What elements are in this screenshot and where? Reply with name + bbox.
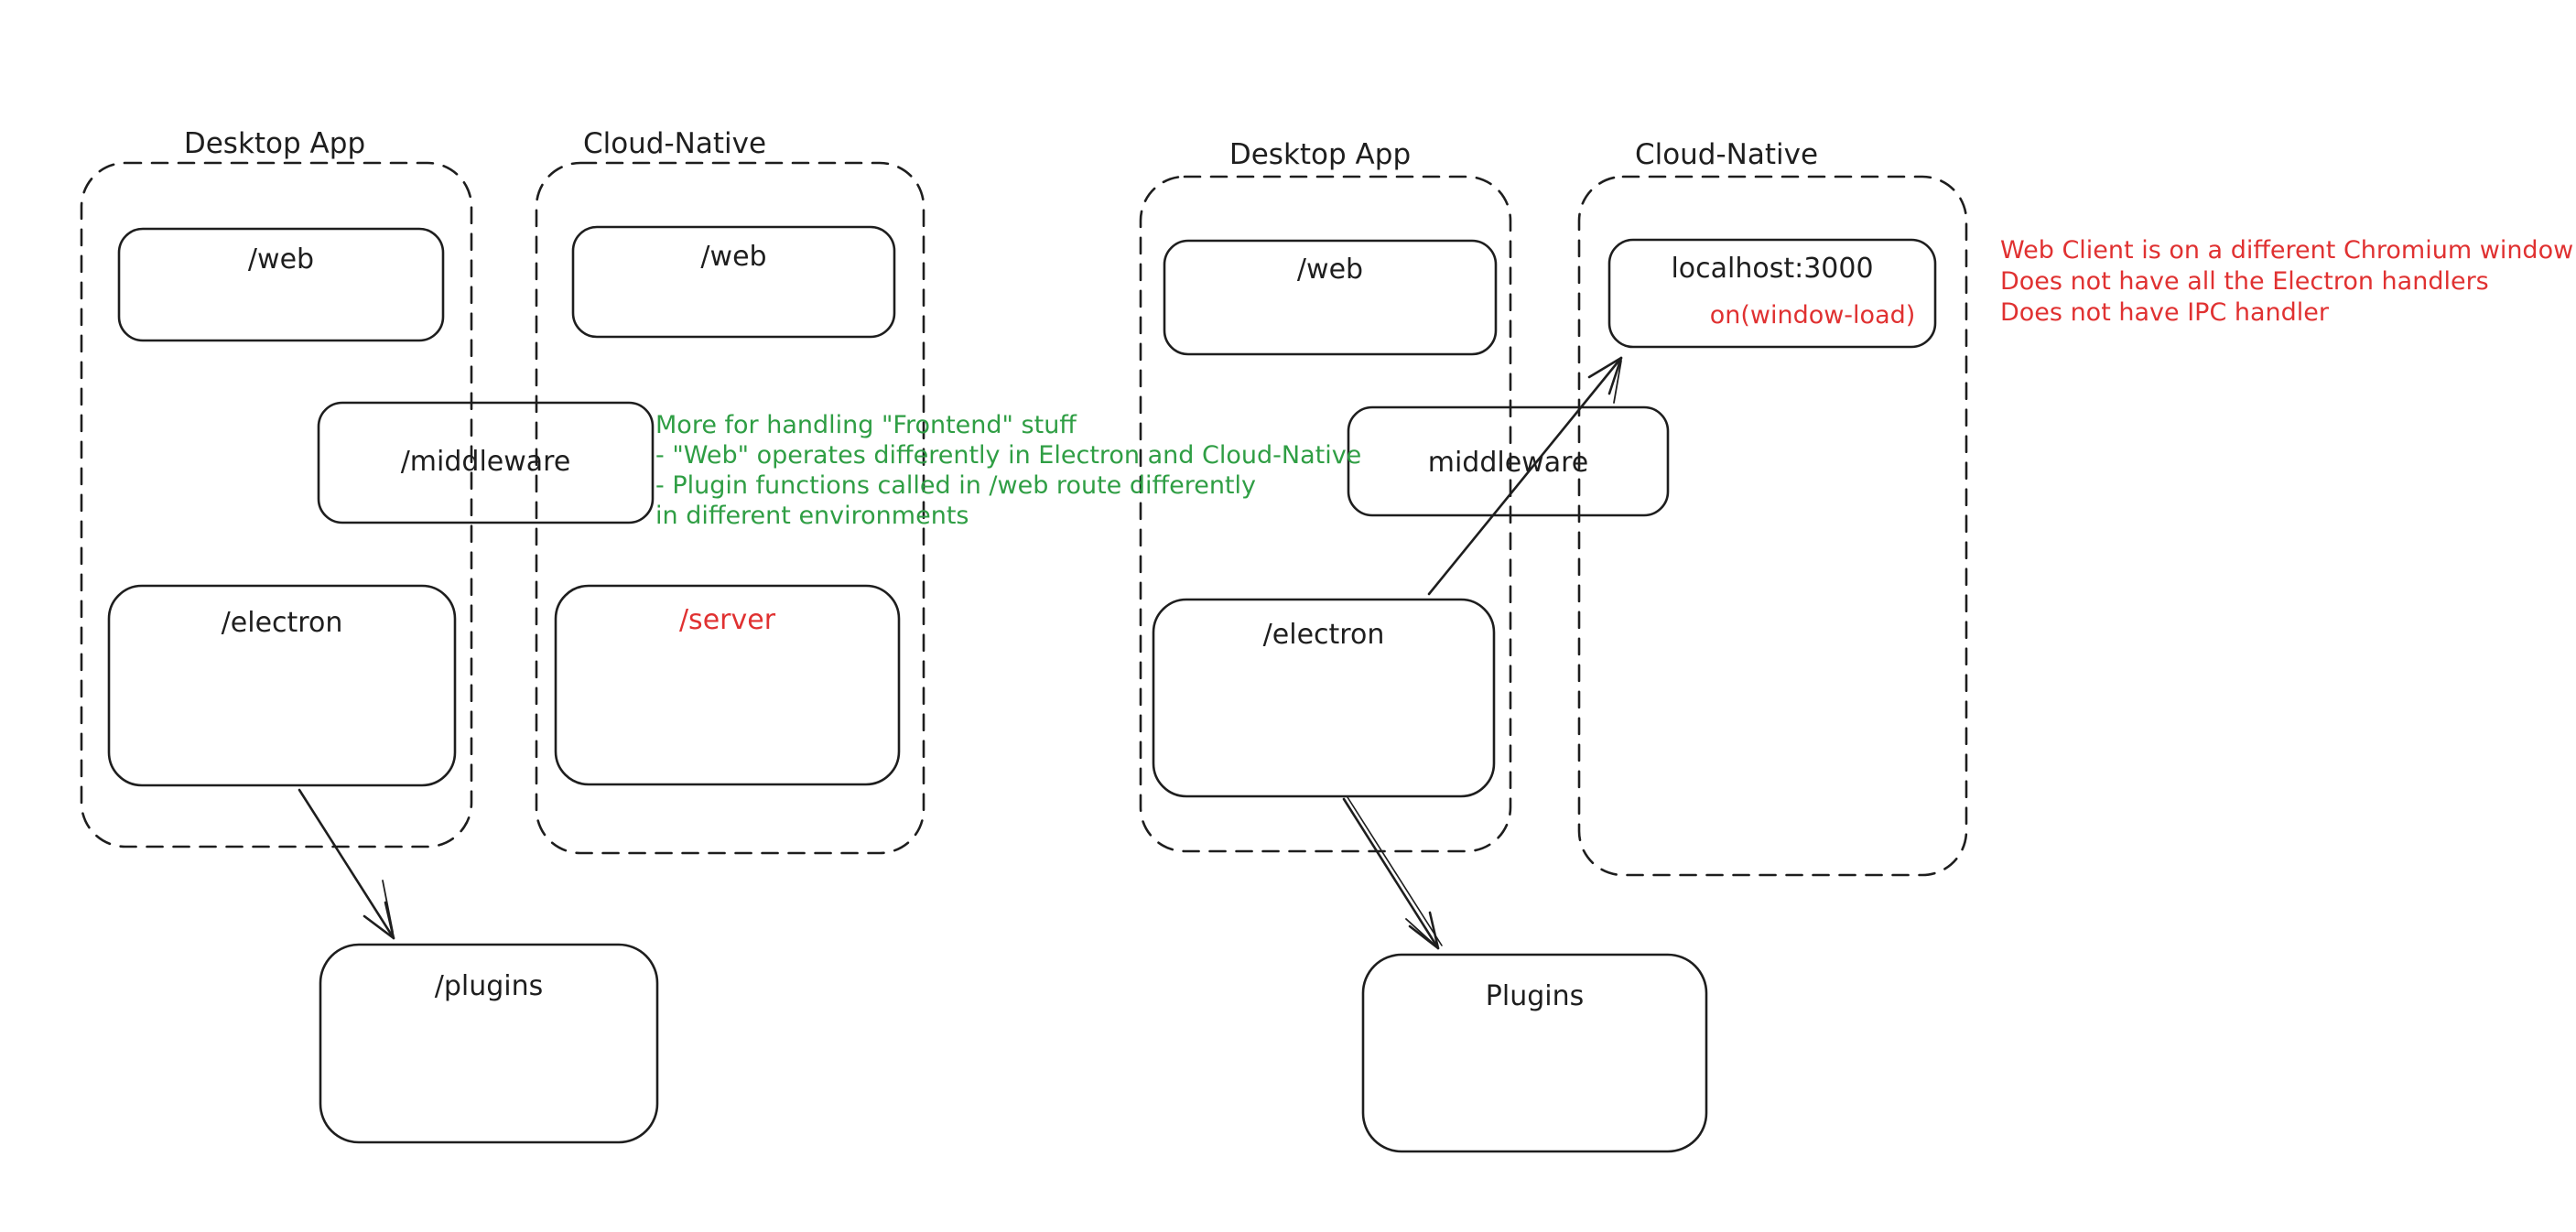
right-localhost-label: localhost:3000 — [1671, 253, 1874, 285]
left-cloud-native-container — [535, 161, 925, 855]
right-electron-box — [1152, 598, 1496, 798]
red-annotation-line: Does not have IPC handler — [2000, 298, 2330, 327]
left-server-box — [554, 584, 901, 786]
arrow-left-electron-to-plugins — [298, 788, 395, 940]
green-annotation: More for handling "Frontend" stuff - "We… — [655, 410, 1361, 531]
right-electron-label: /electron — [1262, 619, 1385, 651]
right-desktop-app-label: Desktop App — [1228, 138, 1412, 171]
left-middleware-label: /middleware — [400, 446, 571, 478]
red-annotation: Web Client is on a different Chromium wi… — [2000, 235, 2573, 329]
left-server-label: /server — [678, 604, 776, 636]
green-annotation-line: - "Web" operates differently in Electron… — [655, 441, 1362, 470]
green-annotation-line: More for handling "Frontend" stuff — [655, 411, 1077, 439]
left-web-desktop-box — [117, 227, 445, 342]
arrow-right-electron-to-plugins — [1342, 796, 1443, 950]
left-electron-box — [107, 584, 457, 787]
left-web-desktop-label: /web — [247, 243, 315, 276]
left-plugins-box — [319, 943, 659, 1144]
right-cloud-native-container — [1577, 175, 1968, 877]
red-annotation-line: Web Client is on a different Chromium wi… — [2000, 236, 2574, 265]
left-plugins-label: /plugins — [434, 970, 544, 1002]
right-plugins-box — [1361, 953, 1708, 1153]
left-desktop-app-label: Desktop App — [183, 127, 366, 160]
right-plugins-label: Plugins — [1485, 980, 1585, 1012]
right-web-label: /web — [1296, 254, 1364, 286]
left-desktop-app-container — [80, 161, 473, 848]
green-annotation-line: in different environments — [655, 502, 969, 530]
green-annotation-line: - Plugin functions called in /web route … — [655, 471, 1257, 500]
right-localhost-box — [1607, 238, 1937, 349]
right-middleware-label: middleware — [1427, 447, 1589, 479]
arrow-right-electron-to-localhost — [1427, 356, 1623, 596]
left-web-cloud-label: /web — [700, 241, 767, 273]
left-middleware-box — [317, 401, 655, 524]
red-annotation-line: Does not have all the Electron handlers — [2000, 267, 2489, 296]
left-cloud-native-label: Cloud-Native — [582, 127, 767, 160]
left-electron-label: /electron — [221, 607, 343, 639]
right-window-load-label: on(window-load) — [1709, 301, 1916, 330]
right-middleware-box — [1347, 405, 1670, 517]
right-web-box — [1163, 239, 1498, 356]
right-desktop-app-container — [1139, 175, 1512, 853]
right-cloud-native-label: Cloud-Native — [1634, 138, 1819, 171]
left-web-cloud-box — [571, 225, 896, 339]
